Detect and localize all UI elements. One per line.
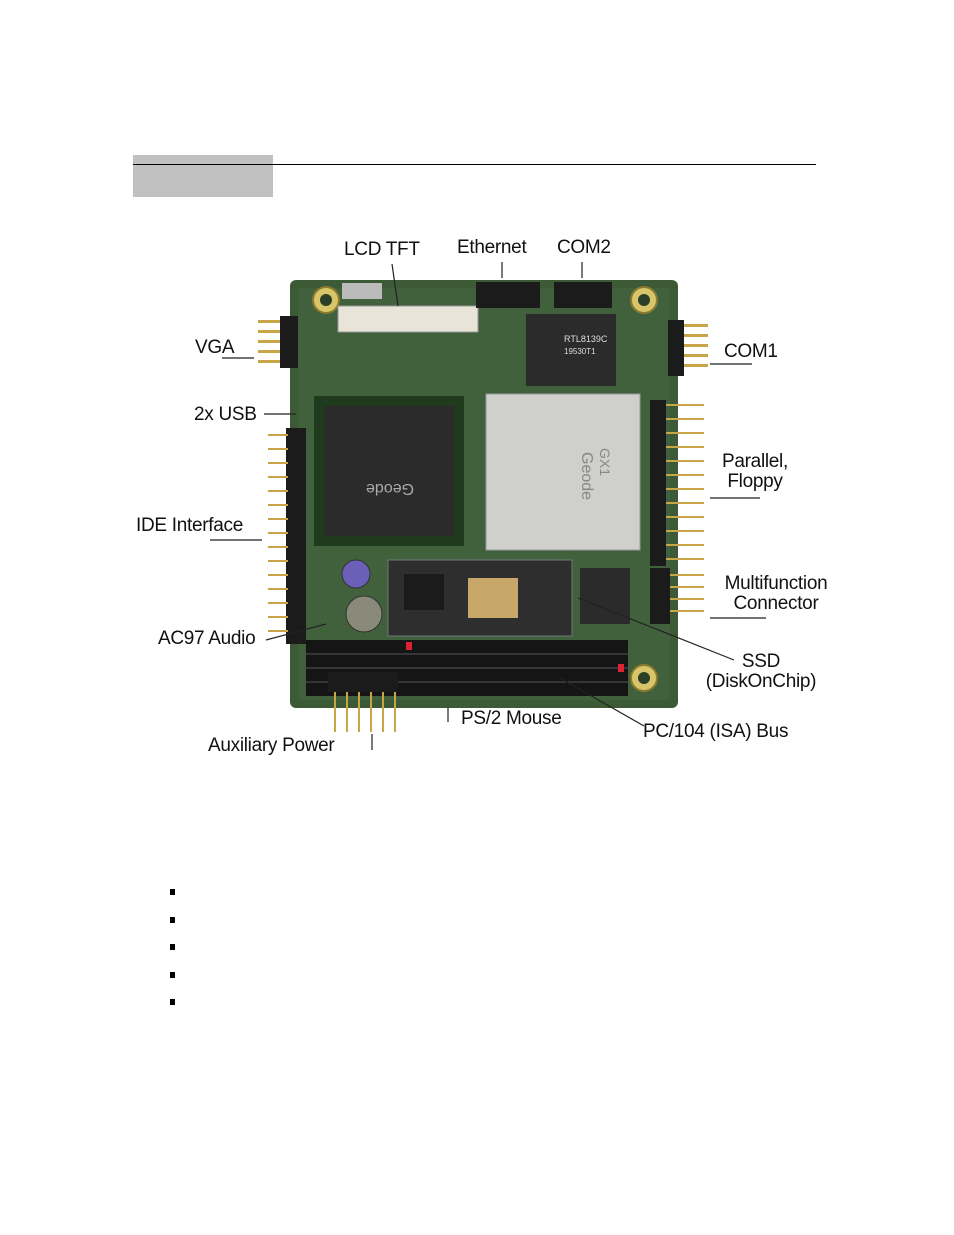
parallel-floppy-header <box>650 400 666 566</box>
bullet-square-icon <box>170 944 175 950</box>
ssd-chip <box>580 568 630 624</box>
label-com1: COM1 <box>724 341 778 362</box>
multifunction-header <box>650 568 670 624</box>
list-item <box>170 938 770 966</box>
label-parallel-floppy: Parallel, Floppy <box>722 451 788 492</box>
label-aux-power: Auxiliary Power <box>208 735 335 756</box>
label-ac97-audio: AC97 Audio <box>158 628 256 649</box>
aux-power-header <box>328 672 398 692</box>
ethernet-chip <box>526 314 616 386</box>
board-figure: RTL8139C 19530T1 Geode GX1 Geode <box>130 228 840 756</box>
label-ethernet: Ethernet <box>457 237 527 258</box>
label-lcd-tft: LCD TFT <box>344 239 420 260</box>
label-ide-interface: IDE Interface <box>136 515 243 536</box>
list-item <box>170 883 770 911</box>
capacitor <box>341 559 371 589</box>
gx1-processor <box>485 393 641 551</box>
section-header-tab <box>133 155 273 197</box>
label-pc104-bus: PC/104 (ISA) Bus <box>643 721 789 742</box>
list-item <box>170 966 770 994</box>
label-multifunction: Multifunction Connector <box>724 573 828 614</box>
bullet-square-icon <box>170 916 175 923</box>
list-item <box>170 911 770 939</box>
list-item <box>170 993 770 1021</box>
callout-lines <box>210 262 766 750</box>
feature-list <box>170 883 770 1021</box>
label-usb: 2x USB <box>194 404 257 425</box>
ethernet-chip-marking: RTL8139C <box>564 334 608 344</box>
label-ssd: SSD (DiskOnChip) <box>705 651 817 692</box>
bullet-square-icon <box>170 999 175 1005</box>
inductor <box>345 595 383 633</box>
bullet-square-icon <box>170 889 175 895</box>
ethernet-chip-submarking: 19530T1 <box>564 347 596 356</box>
label-ps2-mouse: PS/2 Mouse <box>461 708 562 729</box>
processor-chip-logo: Geode <box>578 452 595 500</box>
parallel-floppy-pins <box>666 404 704 560</box>
ide-pins <box>268 434 288 632</box>
ide-header <box>286 428 306 644</box>
ethernet-header <box>476 282 540 308</box>
com1-pins <box>678 324 708 367</box>
lcd-connector <box>337 305 479 333</box>
section-header-rule <box>133 164 816 165</box>
label-vga: VGA <box>195 337 235 358</box>
processor-chip-marking: GX1 <box>597 448 613 476</box>
vga-pins <box>258 320 292 363</box>
southbridge-chip-logo: Geode <box>366 480 414 497</box>
southbridge-chip <box>324 406 454 536</box>
aux-power-pins <box>334 692 396 732</box>
bullet-square-icon <box>170 971 175 978</box>
board-illustration: RTL8139C 19530T1 Geode GX1 Geode <box>210 262 766 750</box>
com2-header <box>554 282 612 308</box>
label-com2: COM2 <box>557 237 611 258</box>
